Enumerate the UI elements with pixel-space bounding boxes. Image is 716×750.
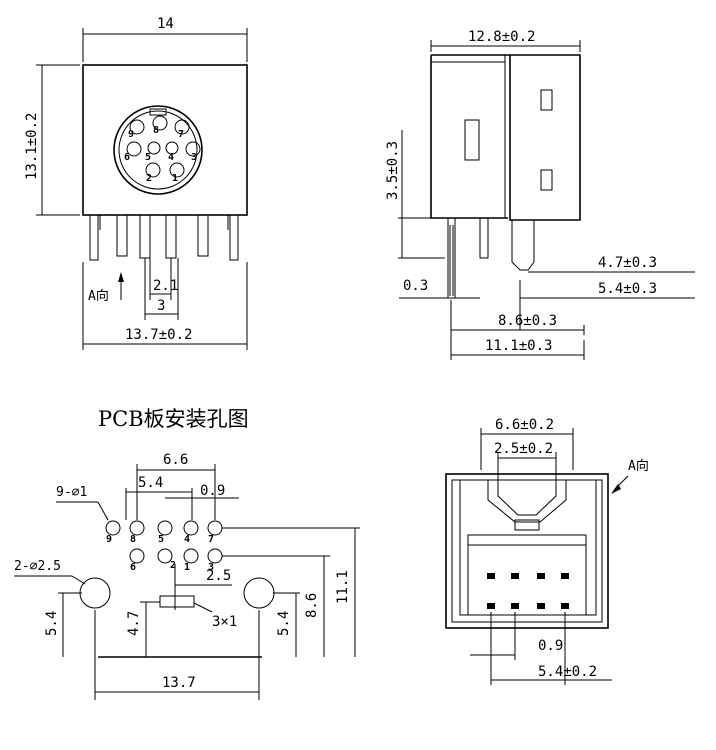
bottom-key: [514, 519, 540, 531]
a-direction-label: A向: [88, 288, 109, 304]
front-legs: [89, 215, 239, 261]
side-dim-e: 11.1±0.3: [485, 338, 552, 354]
front-pitch-dimension: 2.1: [153, 278, 178, 294]
pin-label-6: 6: [124, 152, 130, 163]
front-view: 9 8 7 6 5 4 3 2 1 14 13.1±0.: [24, 16, 248, 350]
pcb-hole-small-label: 9-⌀1: [56, 485, 87, 500]
side-slot-2: [540, 89, 553, 111]
pcb-pin-label-7: 7: [208, 534, 214, 545]
pcb-hole-2: [157, 548, 173, 564]
side-dim-b: 5.4±0.3: [598, 281, 657, 297]
pcb-dim-right-54: 5.4: [276, 611, 292, 636]
bottom-view: 6.6±0.2 2.5±0.2 A向 0.9 5.4±0.2: [445, 417, 649, 685]
pin-label-4: 4: [168, 152, 174, 163]
pcb-pin-label-4: 4: [184, 534, 190, 545]
pin-label-9: 9: [128, 129, 134, 140]
pcb-title: PCB板安装孔图: [98, 407, 249, 431]
pcb-dim-left-54: 5.4: [44, 611, 60, 636]
pcb-hole-5: [157, 520, 173, 536]
side-dim-c: 0.3: [403, 278, 428, 294]
pcb-pin-label-5: 5: [158, 534, 164, 545]
pin-9: [129, 119, 145, 135]
bottom-key-channel: [487, 480, 567, 523]
side-top-dimension: 12.8±0.2: [468, 29, 535, 45]
pcb-pin-label-3: 3: [208, 562, 214, 573]
side-view: 12.8±0.2 3.5±0.3 4.7±0.3 5.4±0.3 0.3 8.6…: [385, 29, 695, 360]
pin-6: [126, 141, 142, 157]
pcb-pin-label-1: 1: [184, 562, 190, 573]
pin-7: [174, 119, 190, 135]
side-leg-front: [447, 218, 456, 299]
socket-outer-ring: [113, 105, 203, 195]
pcb-hole-9: [105, 520, 121, 536]
pin-label-7: 7: [178, 129, 184, 140]
bottom-dim-25: 2.5±0.2: [494, 441, 553, 457]
bottom-a-direction-label: A向: [628, 458, 649, 474]
pcb-dim-137: 13.7: [162, 675, 196, 691]
pcb-hole-4: [183, 520, 199, 536]
pcb-hole-large-label: 2-⌀2.5: [14, 559, 61, 574]
pcb-dim-54: 5.4: [138, 475, 163, 491]
pin-label-2: 2: [146, 173, 152, 184]
socket-inner-ring: [118, 110, 198, 190]
socket-pins: [126, 115, 201, 178]
side-leg-back: [511, 220, 535, 271]
side-dim-d: 8.6±0.3: [498, 313, 557, 329]
side-dim-a: 4.7±0.3: [598, 255, 657, 271]
pcb-dim-09: 0.9: [200, 483, 225, 499]
socket-pin-labels: 9 8 7 6 5 4 3 2 1: [124, 125, 197, 184]
bottom-contacts: [487, 573, 569, 609]
pcb-dim-47: 4.7: [126, 611, 142, 636]
front-height-dimension: 13.1±0.2: [24, 113, 40, 180]
pcb-hole-labels: 9 8 5 4 7 6 2 1 3: [106, 534, 214, 573]
pcb-pin-label-2: 2: [170, 560, 176, 571]
pin-label-5: 5: [145, 152, 151, 163]
pcb-hole-6: [129, 548, 145, 564]
pcb-mount-hole-right: [243, 577, 275, 609]
front-pitch2-dimension: 3: [157, 298, 165, 314]
pcb-slot: [159, 595, 195, 608]
pcb-hole-1: [183, 548, 199, 564]
side-left-dimension: 3.5±0.3: [385, 141, 401, 200]
pin-4: [165, 141, 179, 155]
pin-8: [152, 115, 168, 131]
pcb-dim-25: 2.5: [206, 568, 231, 584]
bottom-dim-54: 5.4±0.2: [538, 664, 597, 680]
pcb-dim-111: 11.1: [335, 570, 351, 604]
pcb-pin-label-9: 9: [106, 534, 112, 545]
pin-label-3: 3: [191, 152, 197, 163]
pcb-hole-7: [207, 520, 223, 536]
side-slot-3: [540, 169, 553, 191]
pcb-mount-hole-left: [79, 577, 111, 609]
front-top-dimension: 14: [157, 16, 174, 32]
pin-3: [185, 141, 201, 157]
bottom-dim-66: 6.6±0.2: [495, 417, 554, 433]
bottom-contact-block: [467, 534, 587, 616]
socket-key: [149, 108, 167, 116]
front-bottom-dimension: 13.7±0.2: [125, 327, 192, 343]
pcb-pin-label-6: 6: [130, 562, 136, 573]
front-body-outline: [82, 64, 248, 216]
side-leg-mid: [479, 218, 489, 259]
pin-label-8: 8: [153, 125, 159, 136]
pcb-slot-label: 3×1: [212, 614, 237, 630]
bottom-body-outline: [445, 473, 609, 629]
pin-label-1: 1: [172, 173, 178, 184]
pcb-hole-3: [207, 548, 223, 564]
pin-5: [147, 141, 161, 155]
pcb-dim-66: 6.6: [163, 452, 188, 468]
bottom-dim-09: 0.9: [538, 638, 563, 654]
side-slot-1: [464, 119, 480, 161]
pcb-dim-86: 8.6: [304, 593, 320, 618]
pin-2: [145, 162, 161, 178]
pcb-view: PCB板安装孔图 9 8 5 4 7 6 2 1 3: [14, 407, 360, 700]
pin-1: [169, 162, 185, 178]
pcb-hole-8: [129, 520, 145, 536]
pcb-pin-label-8: 8: [130, 534, 136, 545]
